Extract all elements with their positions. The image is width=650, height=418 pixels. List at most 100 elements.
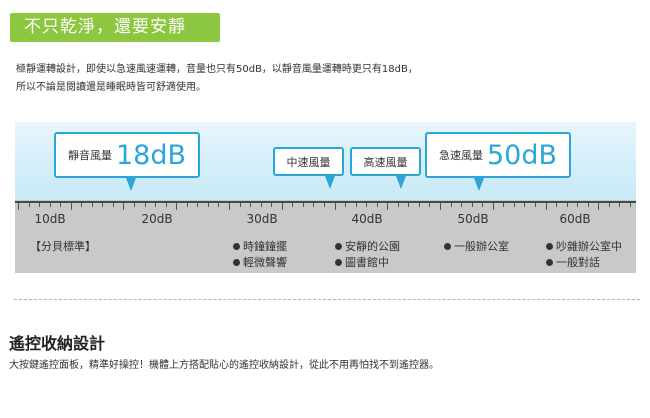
ruler-tick xyxy=(197,203,198,207)
callout-turbo: 急速風量 50dB xyxy=(425,132,571,178)
callout-turbo-pointer xyxy=(474,178,484,191)
note-40db-a: 安靜的公園 xyxy=(335,238,400,254)
callout-silent-label: 靜音風量 xyxy=(67,149,112,162)
bullet-icon xyxy=(546,258,553,266)
ruler-tick xyxy=(18,203,19,210)
note-60db-b-text: 一般對話 xyxy=(556,256,600,269)
ruler-tick xyxy=(524,203,525,207)
callout-high-label: 高速風量 xyxy=(363,155,408,169)
ruler-tick xyxy=(356,203,357,207)
ruler-tick xyxy=(461,203,462,207)
bullet-icon xyxy=(444,242,451,250)
ruler-tick xyxy=(208,203,209,207)
intro-line-1: 極靜運轉設計，即使以急速風速運轉，音量也只有50dB，以靜音風量運轉時更只有18… xyxy=(16,64,418,75)
scale-label-20: 20dB xyxy=(141,212,173,226)
note-50db-a: 一般辦公室 xyxy=(444,238,509,254)
ruler-tick xyxy=(503,203,504,207)
ruler-tick xyxy=(598,203,599,210)
ruler-tick xyxy=(92,203,93,207)
bullet-icon xyxy=(546,242,553,250)
ruler-tick xyxy=(408,203,409,207)
callout-turbo-label: 急速風量 xyxy=(438,149,483,162)
ruler-tick xyxy=(366,203,367,207)
ruler-tick xyxy=(630,203,631,207)
note-40db-a-text: 安靜的公園 xyxy=(345,240,400,253)
ruler-tick xyxy=(313,203,314,207)
ruler-tick xyxy=(113,203,114,207)
ruler-tick xyxy=(567,203,568,207)
remote-storage-description: 大按鍵遙控面板，精準好操控！機體上方搭配貼心的遙控收納設計，從此不用再怕找不到遙… xyxy=(9,360,439,371)
ruler-tick xyxy=(609,203,610,207)
scale-label-60: 60dB xyxy=(559,212,591,226)
ruler-tick xyxy=(250,203,251,207)
section-divider xyxy=(14,299,640,300)
ruler-tick xyxy=(271,203,272,207)
callout-high-pointer xyxy=(396,176,406,189)
callout-turbo-value: 50dB xyxy=(486,139,558,171)
ruler-tick xyxy=(134,203,135,207)
ruler-tick xyxy=(282,203,283,210)
bullet-icon xyxy=(233,242,240,250)
ruler-tick xyxy=(166,203,167,207)
note-50db-a-text: 一般辦公室 xyxy=(454,240,509,253)
ruler-tick xyxy=(102,203,103,207)
note-40db-b: 圖書館中 xyxy=(335,254,389,270)
ruler-tick xyxy=(345,203,346,207)
ruler-tick xyxy=(556,203,557,207)
ruler-tick xyxy=(619,203,620,207)
note-40db-b-text: 圖書館中 xyxy=(345,256,389,269)
note-60db-b: 一般對話 xyxy=(546,254,600,270)
bullet-icon xyxy=(335,242,342,250)
ruler-tick xyxy=(398,203,399,207)
callout-medium-pointer xyxy=(325,176,335,189)
ruler-tick xyxy=(240,203,241,207)
ruler-tick xyxy=(218,203,219,207)
section-title-banner: 不只乾淨，還要安靜 xyxy=(10,13,220,42)
callout-silent-pointer xyxy=(126,178,136,191)
note-30db-a: 時鐘鐘擺 xyxy=(233,238,287,254)
decibel-ruler xyxy=(15,200,636,273)
ruler-tick xyxy=(176,203,177,210)
ruler-tick xyxy=(514,203,515,207)
note-60db-a: 吵雜辦公室中 xyxy=(546,238,622,254)
ruler-tick xyxy=(229,203,230,210)
callout-silent: 靜音風量 18dB xyxy=(54,132,200,178)
ruler-tick xyxy=(155,203,156,207)
scale-label-10: 10dB xyxy=(34,212,66,226)
ruler-tick xyxy=(577,203,578,207)
ruler-tick xyxy=(472,203,473,207)
remote-storage-title: 遙控收納設計 xyxy=(9,334,106,353)
intro-line-2: 所以不論是閱讀還是睡眠時皆可舒適使用。 xyxy=(16,82,206,93)
ruler-tick xyxy=(429,203,430,207)
ruler-tick xyxy=(387,203,388,210)
decibel-reference-label: 【分貝標準】 xyxy=(30,240,96,253)
ruler-tick xyxy=(71,203,72,210)
ruler-tick xyxy=(81,203,82,207)
ruler-tick xyxy=(482,203,483,207)
note-30db-a-text: 時鐘鐘擺 xyxy=(243,240,287,253)
scale-label-40: 40dB xyxy=(351,212,383,226)
ruler-tick xyxy=(50,203,51,207)
ruler-tick xyxy=(535,203,536,207)
ruler-tick xyxy=(261,203,262,207)
note-60db-a-text: 吵雜辦公室中 xyxy=(556,240,622,253)
callout-silent-value: 18dB xyxy=(115,139,187,171)
note-30db-b: 輕微聲響 xyxy=(233,254,287,270)
ruler-tick xyxy=(588,203,589,207)
bullet-icon xyxy=(233,258,240,266)
ruler-tick xyxy=(546,203,547,210)
ruler-tick xyxy=(187,203,188,207)
bullet-icon xyxy=(335,258,342,266)
ruler-tick xyxy=(377,203,378,207)
ruler-tick xyxy=(39,203,40,207)
ruler-tick xyxy=(493,203,494,210)
ruler-tick xyxy=(29,203,30,207)
ruler-tick xyxy=(440,203,441,210)
callout-medium: 中速風量 xyxy=(273,147,344,176)
ruler-tick xyxy=(419,203,420,207)
ruler-top-line xyxy=(15,201,636,203)
ruler-tick xyxy=(292,203,293,207)
note-30db-b-text: 輕微聲響 xyxy=(243,256,287,269)
ruler-tick xyxy=(145,203,146,207)
callout-medium-label: 中速風量 xyxy=(286,155,331,169)
